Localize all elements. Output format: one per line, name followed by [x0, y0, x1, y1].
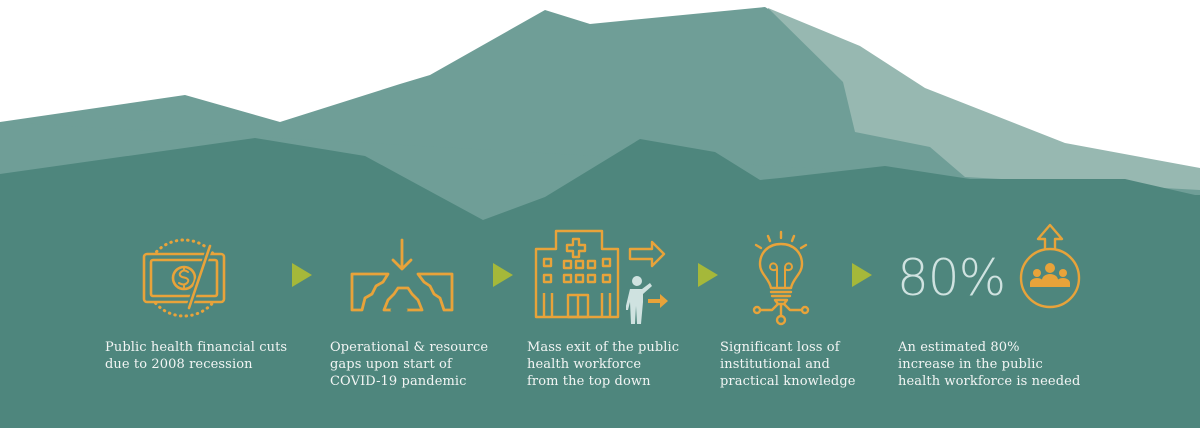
caption-step-3: Mass exit of the public health workforce… [527, 340, 680, 389]
step-arrow-4 [852, 263, 872, 287]
caption-step-4: Significant loss of institutional and pr… [720, 340, 856, 389]
stat-80-percent: 80% [897, 249, 1006, 307]
gap-pressure-icon [348, 238, 458, 314]
lightbulb-network-icon [750, 230, 812, 326]
hospital-exit-icon [532, 225, 672, 325]
caption-step-5: An estimated 80% increase in the public … [898, 340, 1081, 389]
step-arrow-1 [292, 263, 312, 287]
caption-step-2: Operational & resource gaps upon start o… [330, 340, 489, 389]
caption-step-1: Public health financial cuts due to 2008… [105, 340, 288, 372]
mountain-front-ridge [0, 138, 1200, 428]
step-arrow-2 [493, 263, 513, 287]
workforce-growth-icon [1017, 221, 1083, 309]
person-leaving-icon [625, 275, 672, 325]
mountain-mid-ridge [0, 7, 965, 177]
money-cut-icon [138, 236, 230, 320]
step-arrow-3 [698, 263, 718, 287]
